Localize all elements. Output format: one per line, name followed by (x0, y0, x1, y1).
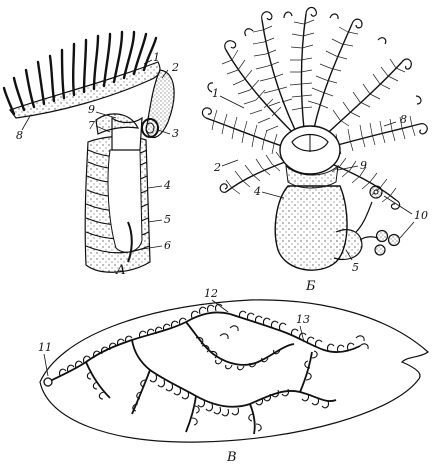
panel-label-a: А (116, 263, 126, 278)
label-a-6: 6 (164, 239, 171, 252)
trunk-body (274, 185, 348, 271)
label-b-5: 5 (352, 261, 359, 274)
body (107, 149, 143, 253)
label-c-11: 11 (38, 341, 52, 354)
label-a-4: 4 (164, 179, 171, 192)
dorsal-organ (95, 113, 140, 135)
leader-lines (21, 59, 397, 261)
panel-b-drawing (201, 6, 428, 271)
label-b-10: 10 (414, 209, 428, 222)
label-a-5: 5 (164, 213, 171, 226)
label-b-9: 9 (360, 159, 367, 172)
label-b-2: 2 (214, 161, 221, 174)
panel-a-drawing (2, 30, 175, 273)
label-a-8: 8 (16, 129, 23, 142)
operculum (141, 118, 159, 138)
label-b-4: 4 (254, 185, 261, 198)
label-c-13: 13 (296, 313, 310, 326)
panel-label-b: Б (306, 279, 316, 294)
bulb-lower-2 (387, 233, 401, 247)
label-a-1: 1 (153, 51, 160, 64)
label-b-1: 1 (212, 87, 219, 100)
label-a-2: 2 (172, 61, 179, 74)
zooids (59, 303, 369, 432)
bulb-lower-3 (374, 244, 386, 256)
posterior (333, 229, 363, 261)
label-a-9: 9 (88, 103, 95, 116)
bulb-lower-1 (375, 229, 389, 243)
panel-c-drawing (39, 299, 429, 443)
label-b-8: 8 (400, 113, 407, 126)
colony-outline (39, 299, 429, 443)
comb-teeth (2, 30, 158, 116)
trunk (127, 221, 133, 263)
label-a-3: 3 (172, 127, 179, 140)
origin-ring (43, 377, 53, 387)
label-c-12: 12 (204, 287, 218, 300)
stolons (47, 311, 361, 435)
panel-label-c: В (227, 450, 237, 465)
label-a-7: 7 (88, 119, 95, 132)
